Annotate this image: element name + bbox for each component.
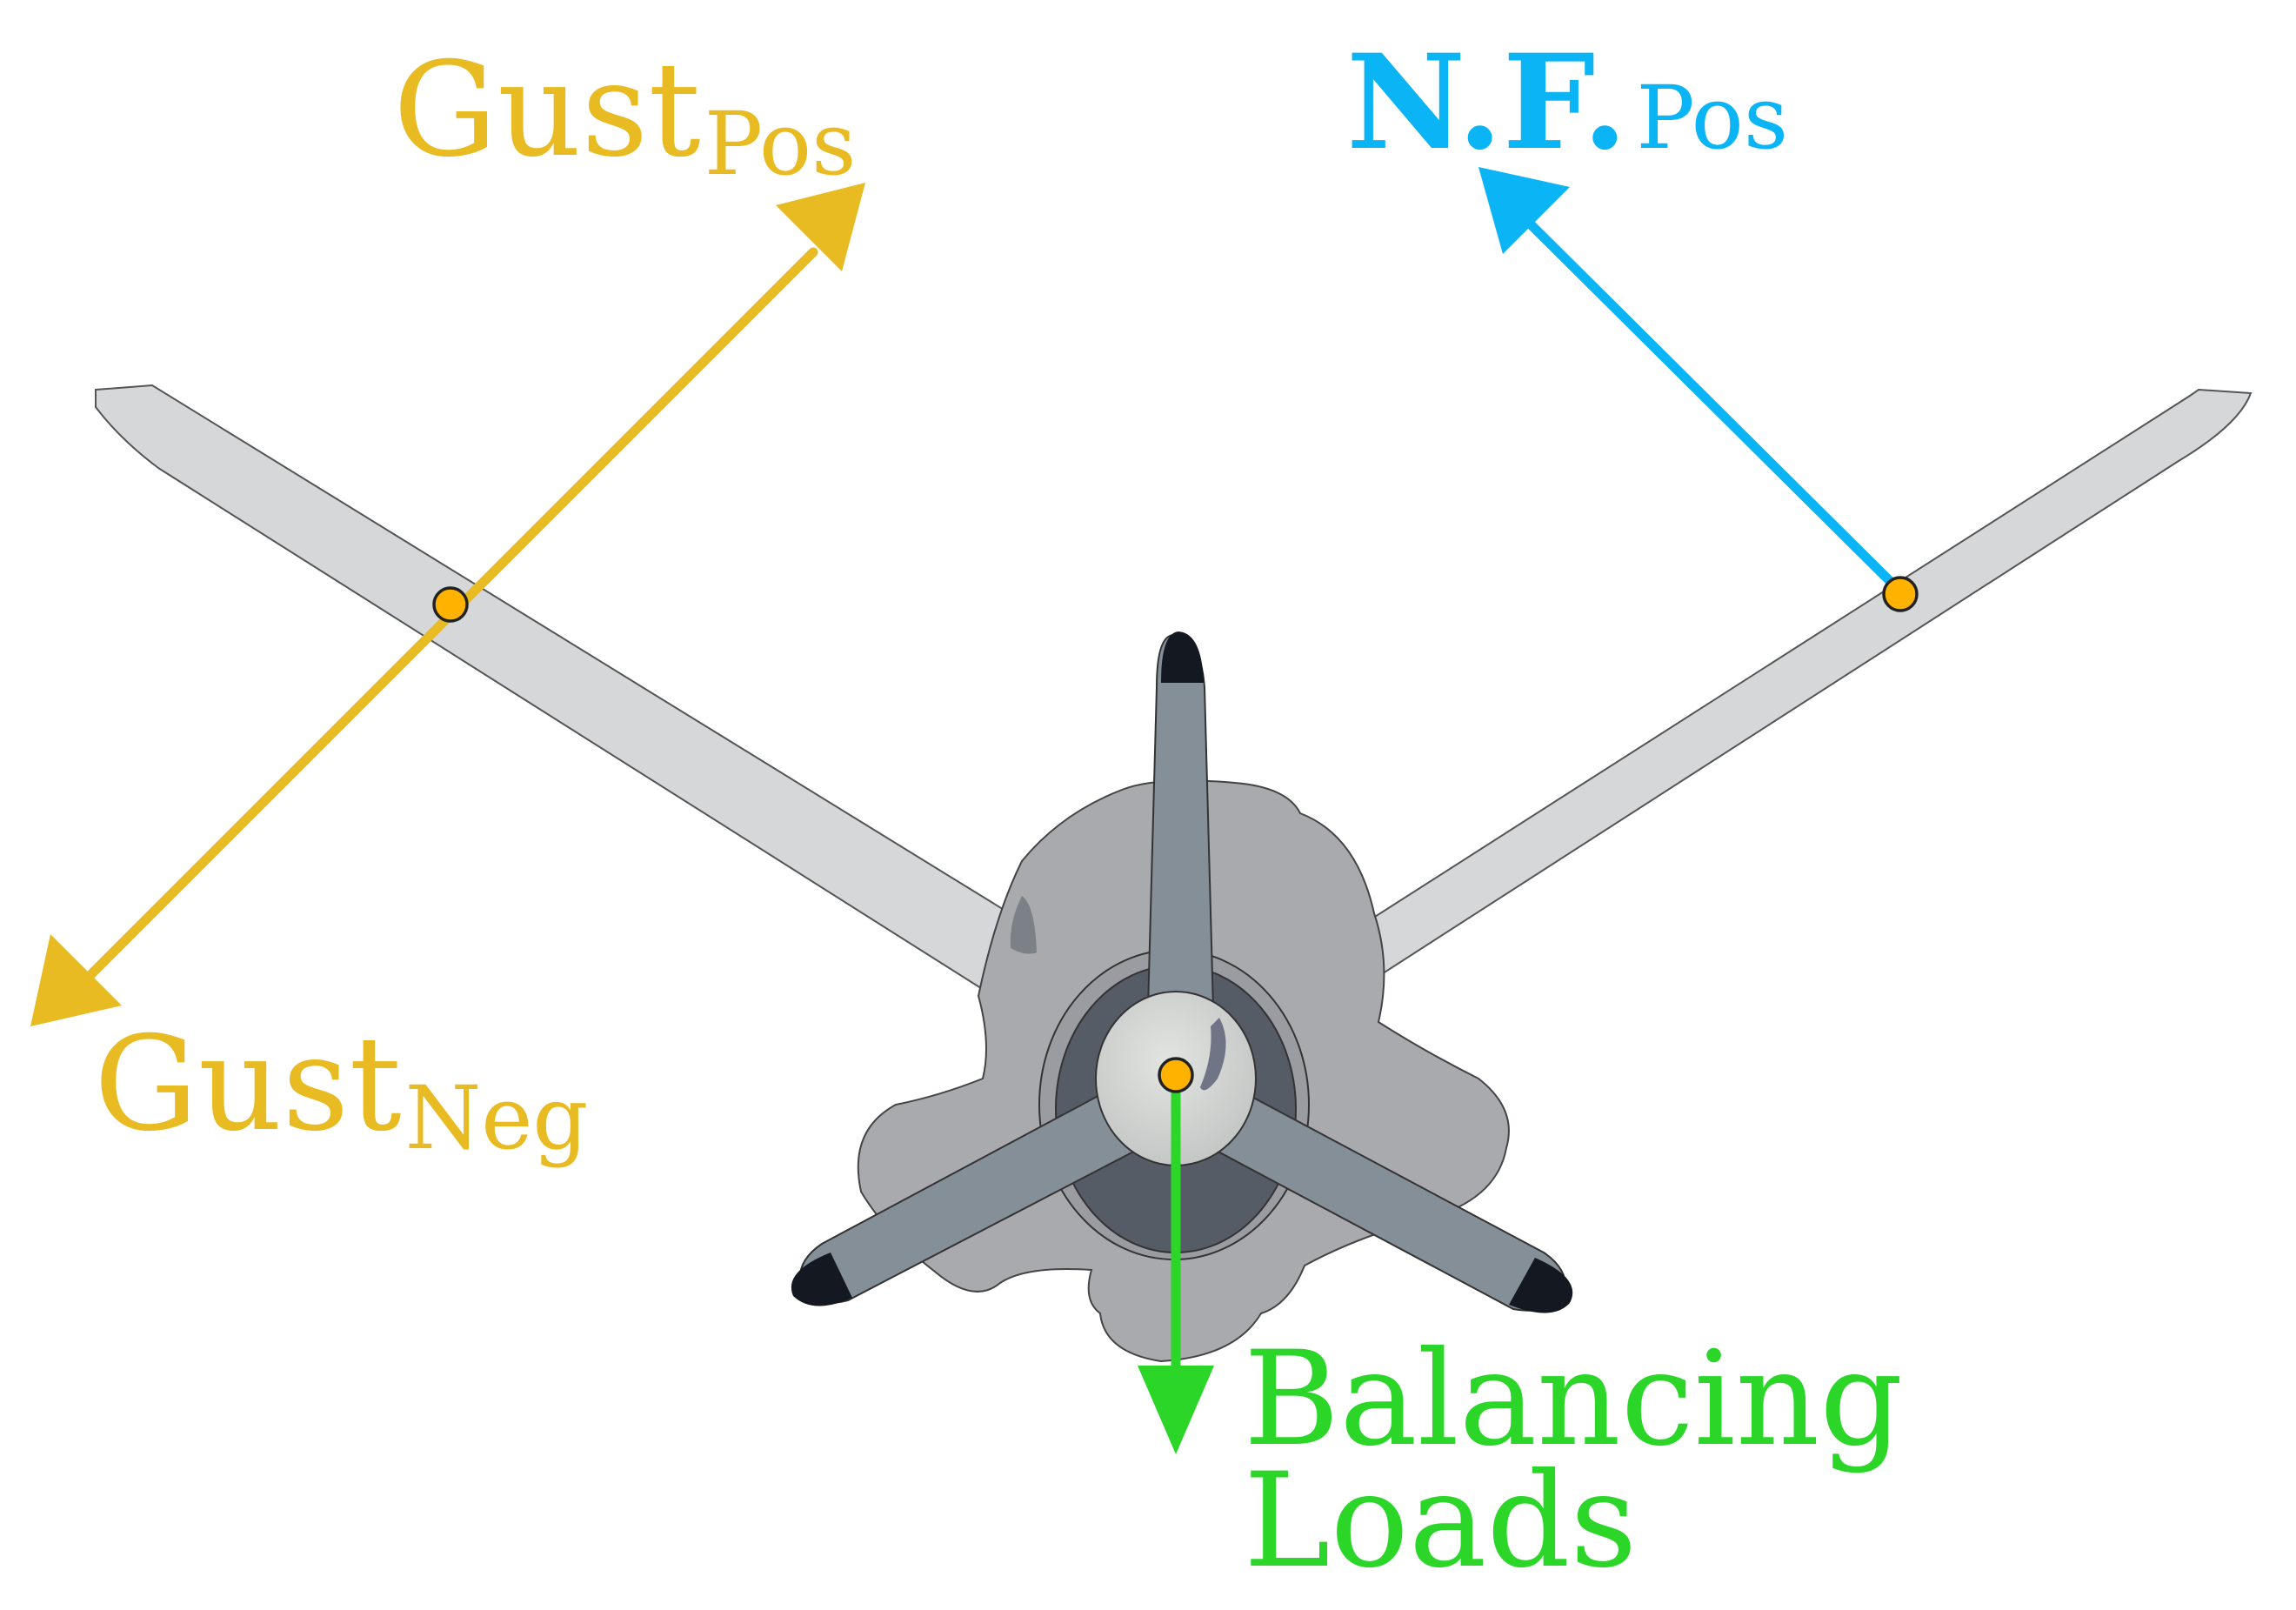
normal-force-vector	[1478, 167, 1906, 597]
propeller-tip-top	[1161, 631, 1204, 683]
nf-arrowhead	[1478, 167, 1570, 254]
gust-application-point	[432, 586, 469, 623]
wing-root-shadow	[1010, 896, 1037, 954]
balancing-loads-vector	[1138, 1072, 1214, 1454]
gust-pos-arrowhead	[776, 183, 865, 271]
balancing-arrowhead	[1138, 1366, 1214, 1454]
propeller-blade-top	[1146, 633, 1215, 1010]
left-wing	[95, 384, 1037, 1007]
propeller-tip-left	[791, 1253, 852, 1306]
balancing-label-line2: Loads	[1244, 1446, 1637, 1597]
balancing-loads-label: Balancing Loads	[1244, 1324, 1945, 1597]
gust-pos-label: GustPos	[393, 35, 856, 195]
nf-pos-label: N.F.Pos	[1346, 26, 1788, 179]
nf-application-point	[1882, 576, 1919, 612]
gust-neg-label: GustNeg	[94, 1009, 588, 1169]
balancing-label-line1: Balancing	[1244, 1324, 1903, 1475]
spinner-highlight	[1200, 1018, 1226, 1091]
gust-neg-arrowhead	[30, 934, 122, 1026]
propeller-tip-right	[1509, 1258, 1573, 1313]
cg-application-point	[1158, 1057, 1194, 1093]
